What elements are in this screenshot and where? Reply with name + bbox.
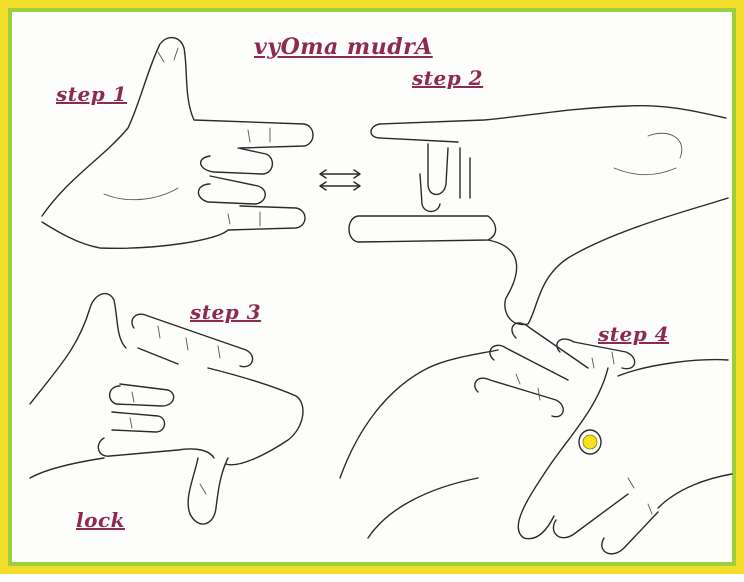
step4-hand-drawing xyxy=(340,323,732,554)
step2-label: step 2 xyxy=(412,66,483,90)
step1-hand-drawing xyxy=(42,38,313,249)
lock-label: lock xyxy=(76,508,125,532)
yellow-dot-marker xyxy=(579,430,601,454)
step3-label: step 3 xyxy=(190,300,261,324)
step2-hand-drawing xyxy=(349,106,728,325)
step3-hand-drawing xyxy=(30,294,303,524)
step4-label: step 4 xyxy=(598,322,669,346)
page-title: vyOma mudrA xyxy=(254,34,433,60)
step1-label: step 1 xyxy=(56,82,127,106)
double-arrow-icon xyxy=(320,170,360,190)
